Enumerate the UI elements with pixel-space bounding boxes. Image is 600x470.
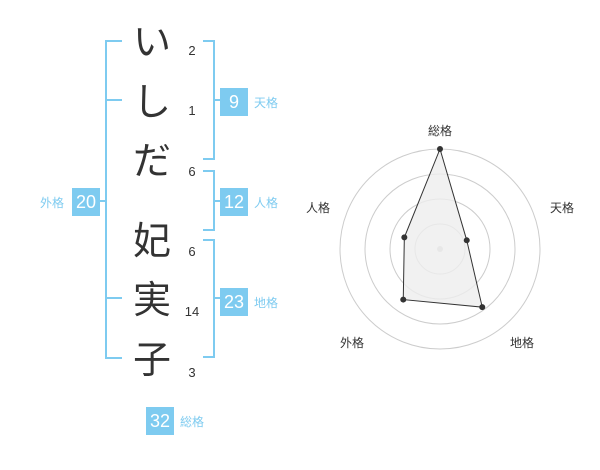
tenkaku-label: 天格 bbox=[254, 96, 279, 110]
radar-axis-label-chikaku: 地格 bbox=[510, 336, 535, 350]
soukaku-badge: 32 bbox=[146, 407, 174, 435]
stroke-count-3: 6 bbox=[188, 164, 196, 179]
radar-axis-label-jinkaku: 人格 bbox=[306, 201, 331, 215]
gaikaku-label: 外格 bbox=[40, 196, 65, 210]
name-char-4: 妃 bbox=[132, 219, 171, 263]
stroke-count-1: 2 bbox=[188, 43, 196, 58]
radar-point-2 bbox=[463, 237, 470, 244]
tenkaku-badge: 9 bbox=[220, 88, 248, 116]
name-char-2: し bbox=[132, 80, 171, 124]
radar-point-4 bbox=[400, 296, 407, 303]
radar-point-1 bbox=[437, 146, 443, 152]
chikaku-badge: 23 bbox=[220, 288, 248, 316]
name-char-3: だ bbox=[132, 139, 171, 183]
jinkaku-label: 人格 bbox=[254, 196, 279, 210]
stroke-count-4: 6 bbox=[188, 244, 196, 259]
radar-axis-label-gaikaku: 外格 bbox=[340, 336, 365, 350]
radar-series-shape bbox=[402, 147, 483, 308]
soukaku-label: 総格 bbox=[180, 415, 205, 429]
radar-point-3 bbox=[479, 304, 486, 311]
name-char-6: 子 bbox=[132, 338, 171, 382]
jinkaku-badge: 12 bbox=[220, 188, 248, 216]
name-char-5: 実 bbox=[132, 278, 171, 322]
stroke-count-6: 3 bbox=[188, 365, 196, 380]
radar-axis-label-soukaku: 総格 bbox=[428, 124, 453, 138]
radar-point-5 bbox=[401, 234, 408, 241]
gaikaku-badge: 20 bbox=[72, 188, 100, 216]
stroke-count-5: 14 bbox=[184, 304, 200, 319]
chikaku-label: 地格 bbox=[254, 296, 279, 310]
stroke-count-2: 1 bbox=[188, 103, 196, 118]
name-char-1: い bbox=[132, 20, 171, 64]
radar-axis-label-tenkaku: 天格 bbox=[550, 201, 575, 215]
